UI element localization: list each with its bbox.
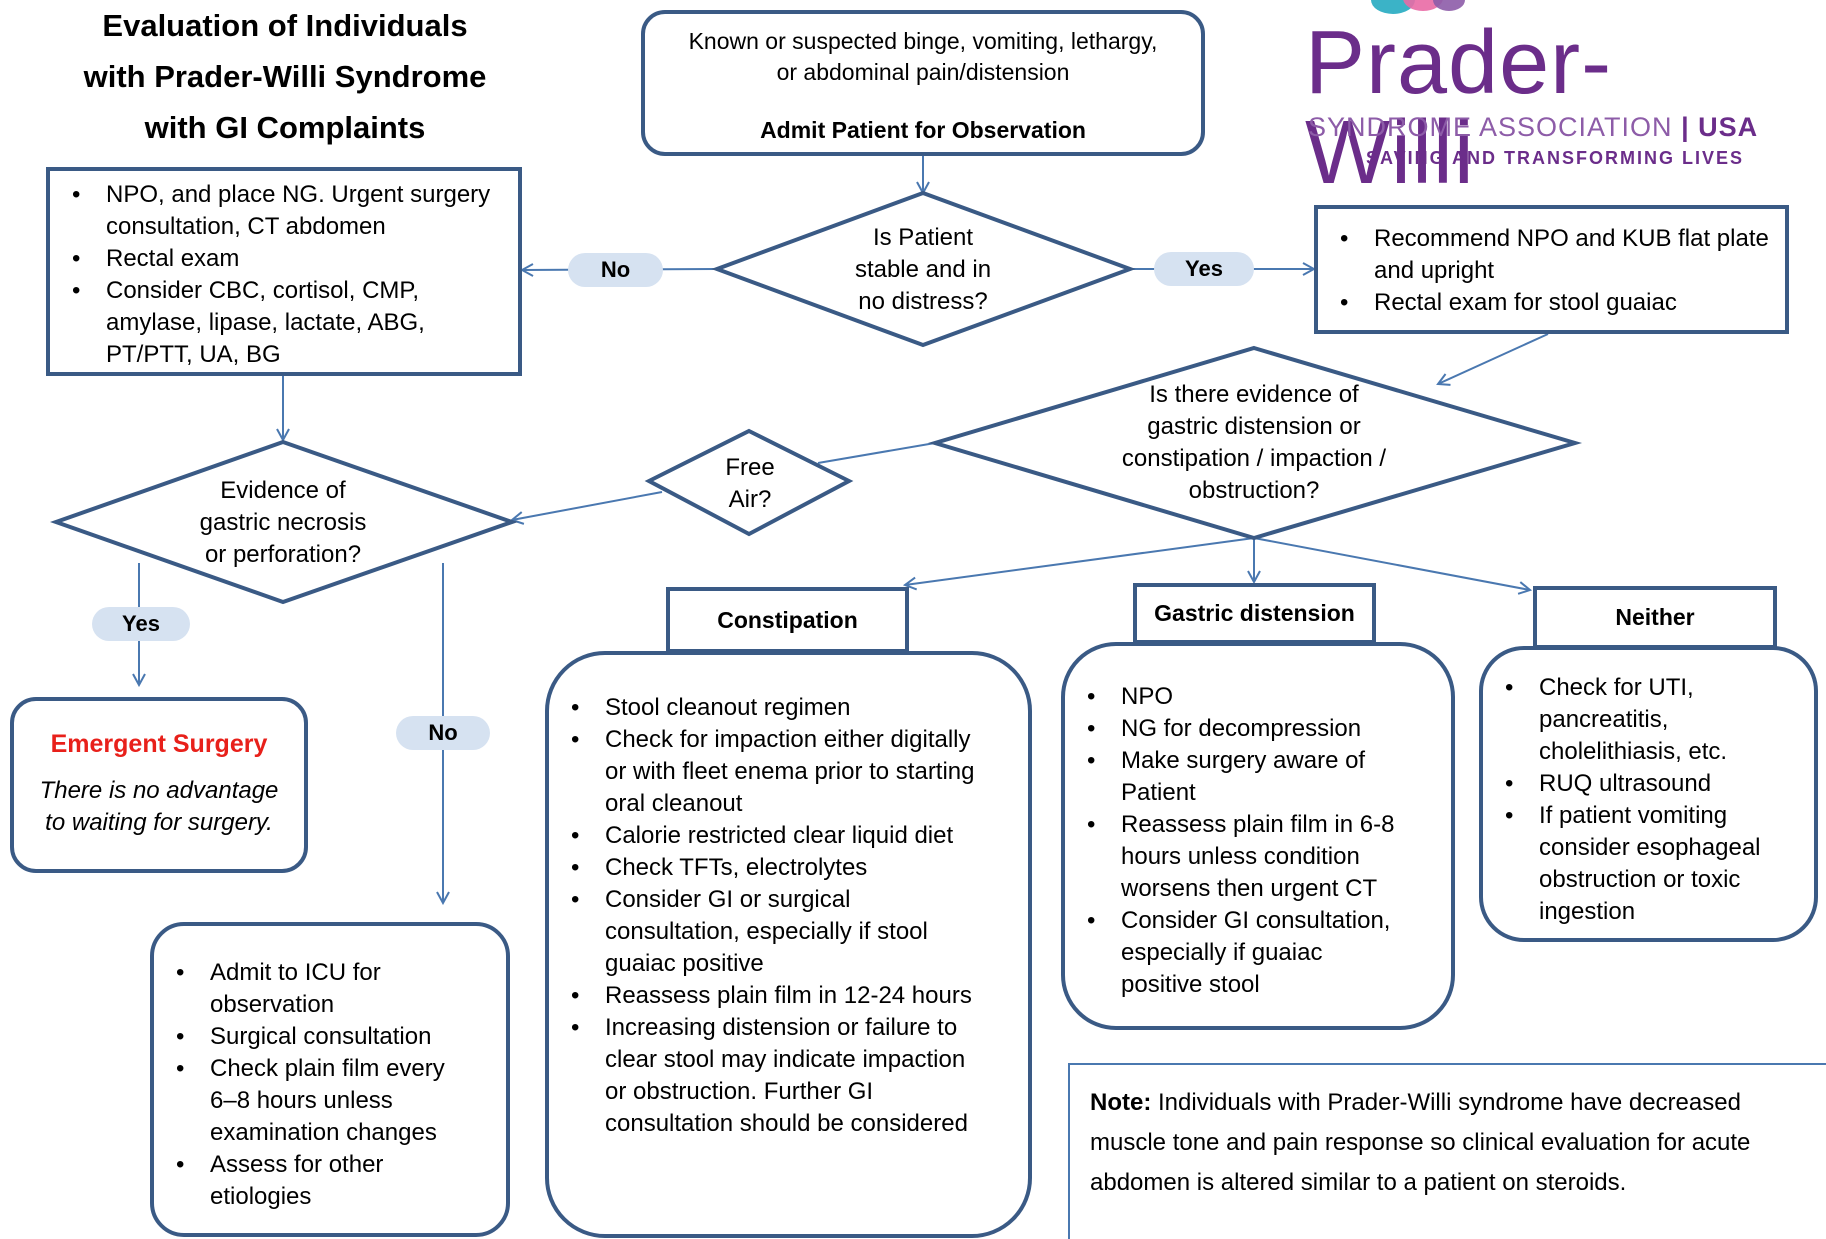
- no-label: No: [568, 253, 663, 287]
- list-item: Check TFTs, electrolytes: [549, 852, 989, 884]
- decision-line: or perforation?: [204, 541, 362, 568]
- start-box: Known or suspected binge, vomiting, leth…: [641, 10, 1205, 156]
- start-action: Admit Patient for Observation: [760, 117, 1086, 143]
- list-item: If patient vomiting consider esophageal …: [1483, 800, 1773, 928]
- decision-line: Is Patient: [872, 224, 974, 251]
- list-item: Consider GI consultation, especially if …: [1065, 905, 1395, 1001]
- list-item: Recommend NPO and KUB flat plate and upr…: [1318, 223, 1778, 287]
- list-item: Reassess plain film in 6-8 hours unless …: [1065, 809, 1395, 905]
- decision-line: obstruction?: [1188, 477, 1320, 504]
- arrow-evidence-to-neither: [1253, 537, 1530, 590]
- start-line-1: Known or suspected binge, vomiting, leth…: [688, 28, 1158, 54]
- list-item: Reassess plain film in 12-24 hours: [549, 980, 989, 1012]
- arrow-evidence-to-freeair: [817, 442, 936, 464]
- page-title: Evaluation of Individuals with Prader-Wi…: [40, 0, 530, 153]
- list-item: Calorie restricted clear liquid diet: [549, 820, 989, 852]
- constipation-box: Stool cleanout regimen Check for impacti…: [545, 651, 1032, 1238]
- logo-subtitle-left: SYNDROME ASSOCIATION: [1308, 112, 1673, 142]
- emergent-surgery-box: Emergent Surgery There is no advantage t…: [10, 697, 308, 873]
- decision-line: gastric distension or: [1147, 413, 1361, 440]
- yes-label: Yes: [92, 607, 190, 641]
- list-item: Admit to ICU for observation: [154, 957, 464, 1021]
- list-item: Consider GI or surgical consultation, es…: [549, 884, 989, 980]
- decision-line: constipation / impaction /: [1121, 445, 1387, 472]
- list-item: RUQ ultrasound: [1483, 768, 1773, 800]
- gastric-distension-header: Gastric distension: [1133, 583, 1376, 644]
- stable-action-box: Recommend NPO and KUB flat plate and upr…: [1314, 205, 1789, 334]
- stable-decision-text: Is Patient stable and in no distress?: [773, 222, 1073, 318]
- neither-box: Check for UTI, pancreatitis, cholelithia…: [1479, 646, 1818, 942]
- note-text: Individuals with Prader-Willi syndrome h…: [1090, 1089, 1751, 1196]
- free-air-decision-text: Free Air?: [700, 452, 800, 516]
- emergent-title: Emergent Surgery: [50, 730, 268, 758]
- list-item: NG for decompression: [1065, 713, 1395, 745]
- start-line-2: or abdominal pain/distension: [776, 59, 1070, 85]
- logo: Prader-Willi SYNDROME ASSOCIATION | USA …: [1290, 0, 1760, 198]
- list-item: Check for UTI, pancreatitis, cholelithia…: [1483, 672, 1773, 768]
- evidence-decision-diamond: [927, 345, 1583, 541]
- note-label: Note:: [1090, 1089, 1152, 1116]
- emergent-note: There is no advantage to waiting for sur…: [39, 777, 279, 836]
- decision-line: gastric necrosis: [199, 509, 367, 536]
- list-item: Check plain film every 6–8 hours unless …: [154, 1053, 464, 1149]
- arrow-evidence-to-constipation: [905, 537, 1255, 585]
- stable-decision-diamond: [711, 190, 1136, 348]
- unstable-action-box: NPO, and place NG. Urgent surgery consul…: [46, 167, 522, 376]
- neither-header: Neither: [1533, 586, 1777, 649]
- list-item: Check for impaction either digitally or …: [549, 724, 989, 820]
- list-item: Rectal exam: [50, 243, 510, 275]
- logo-tagline: SAVING AND TRANSFORMING LIVES: [1366, 148, 1745, 168]
- list-item: NPO, and place NG. Urgent surgery consul…: [50, 179, 510, 243]
- logo-name: Prader-Willi: [1305, 13, 1613, 203]
- decision-line: stable and in: [854, 256, 992, 283]
- necrosis-decision-text: Evidence of gastric necrosis or perforat…: [153, 475, 413, 571]
- icu-box: Admit to ICU for observation Surgical co…: [150, 922, 510, 1237]
- decision-line: Is there evidence of: [1149, 381, 1359, 408]
- title-line: with GI Complaints: [144, 110, 426, 145]
- note-box: Note: Individuals with Prader-Willi synd…: [1068, 1063, 1826, 1239]
- free-air-decision-diamond: [644, 428, 854, 537]
- list-item: Assess for other etiologies: [154, 1149, 464, 1213]
- decision-line: Evidence of: [220, 477, 346, 504]
- necrosis-decision-diamond: [49, 439, 519, 605]
- decision-line: no distress?: [858, 288, 988, 315]
- gastric-distension-box: NPO NG for decompression Make surgery aw…: [1061, 642, 1455, 1030]
- arrow-stablebox-to-evidence: [1438, 333, 1549, 384]
- no-label: No: [396, 716, 490, 750]
- butterfly-icon: [1371, 0, 1465, 14]
- constipation-header: Constipation: [666, 587, 909, 653]
- list-item: Make surgery aware of Patient: [1065, 745, 1395, 809]
- decision-line: Air?: [728, 486, 772, 513]
- list-item: NPO: [1065, 681, 1395, 713]
- logo-subtitle-right: USA: [1698, 112, 1759, 142]
- list-item: Stool cleanout regimen: [549, 692, 989, 724]
- title-line: with Prader-Willi Syndrome: [83, 59, 487, 94]
- list-item: Surgical consultation: [154, 1021, 464, 1053]
- yes-label: Yes: [1154, 252, 1254, 286]
- logo-subtitle: SYNDROME ASSOCIATION | USA: [1308, 112, 1758, 143]
- evidence-decision-text: Is there evidence of gastric distension …: [1084, 379, 1424, 507]
- title-line: Evaluation of Individuals: [102, 8, 468, 43]
- logo-subtitle-sep: |: [1681, 112, 1690, 142]
- list-item: Rectal exam for stool guaiac: [1318, 287, 1778, 319]
- arrow-freeair-to-necrosis: [512, 491, 663, 520]
- list-item: Consider CBC, cortisol, CMP, amylase, li…: [50, 275, 510, 371]
- list-item: Increasing distension or failure to clea…: [549, 1012, 989, 1140]
- decision-line: Free: [725, 454, 775, 481]
